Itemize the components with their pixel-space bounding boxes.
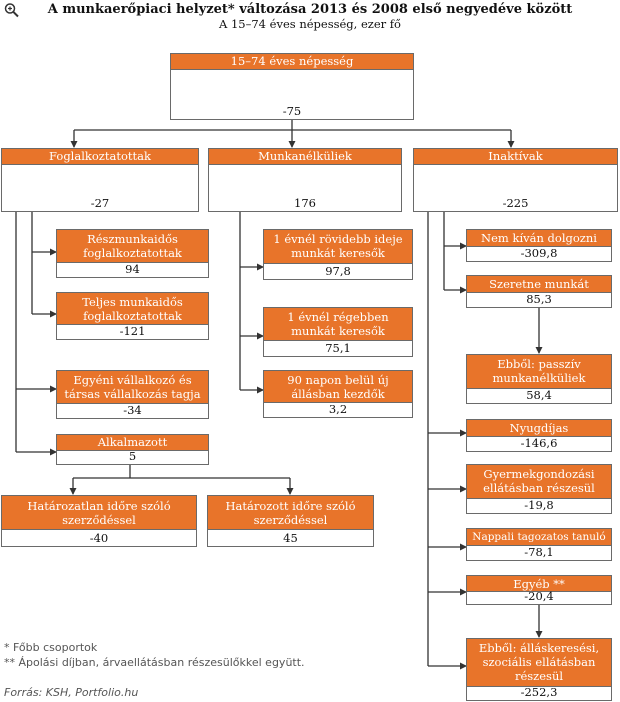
node-pensioner-label: Nyugdíjas xyxy=(467,420,611,437)
node-employed: Foglalkoztatottak -27 xyxy=(1,148,199,212)
chart-title: A munkaerőpiaci helyzet* változása 2013 … xyxy=(47,2,573,17)
node-other: Egyéb ** -20,4 xyxy=(466,575,612,605)
node-would-work-value: 85,3 xyxy=(526,292,552,306)
node-unemployed: Munkanélküliek 176 xyxy=(208,148,402,212)
node-part-time-label: Részmunkaidős foglalkoztatottak xyxy=(57,230,208,263)
node-indefinite-contract-label: Határozatlan időre szóló szerződéssel xyxy=(2,496,196,530)
node-full-time-label: Teljes munkaidős foglalkoztatottak xyxy=(57,293,208,325)
node-passive-unemployed-label: Ebből: passzív munkanélküliek xyxy=(467,355,611,389)
node-childcare: Gyermekgondozási ellátásban részesül -19… xyxy=(466,464,612,514)
node-seeking-gt-1y: 1 évnél régebben munkát keresők 75,1 xyxy=(263,307,413,357)
node-indefinite-contract: Határozatlan időre szóló szerződéssel -4… xyxy=(1,495,197,547)
node-inactive-label: Inaktívak xyxy=(414,149,617,165)
node-no-work-wanted: Nem kíván dolgozni -309,8 xyxy=(466,229,612,262)
node-part-time-value: 94 xyxy=(125,262,140,276)
node-starting-new-job: 90 napon belül új állásban kezdők 3,2 xyxy=(263,370,413,418)
node-employed-value: -27 xyxy=(90,196,110,210)
node-fixed-contract-value: 45 xyxy=(283,531,298,545)
node-passive-unemployed-value: 58,4 xyxy=(526,388,552,402)
footnote-2: ** Ápolási díjban, árvaellátásban részes… xyxy=(4,656,305,669)
node-childcare-value: -19,8 xyxy=(524,498,554,512)
chart-subtitle: A 15–74 éves népesség, ezer fő xyxy=(219,17,401,31)
footnote-1: * Főbb csoportok xyxy=(4,641,98,654)
node-childcare-label: Gyermekgondozási ellátásban részesül xyxy=(467,465,611,499)
node-fixed-contract: Határozott időre szóló szerződéssel 45 xyxy=(207,495,374,547)
node-seeking-lt-1y-label: 1 évnél rövidebb ideje munkát keresők xyxy=(264,230,412,264)
node-self-employed-value: -34 xyxy=(123,403,142,417)
node-pensioner-value: -146,6 xyxy=(520,436,558,450)
node-seeking-gt-1y-value: 75,1 xyxy=(325,341,351,355)
node-would-work: Szeretne munkát 85,3 xyxy=(466,275,612,308)
node-inactive-value: -225 xyxy=(502,196,529,210)
node-starting-new-job-value: 3,2 xyxy=(328,402,348,416)
node-self-employed: Egyéni vállalkozó és társas vállalkozás … xyxy=(56,370,209,419)
node-part-time: Részmunkaidős foglalkoztatottak 94 xyxy=(56,229,209,278)
node-student: Nappali tagozatos tanuló -78,1 xyxy=(466,528,612,561)
node-other-label: Egyéb ** xyxy=(467,576,611,592)
node-no-work-wanted-label: Nem kíván dolgozni xyxy=(467,230,611,247)
node-population: 15–74 éves népesség -75 xyxy=(170,53,414,120)
node-social-benefit-label: Ebből: álláskeresési, szociális ellátásb… xyxy=(467,639,611,687)
node-inactive: Inaktívak -225 xyxy=(413,148,618,212)
node-seeking-lt-1y-value: 97,8 xyxy=(325,264,351,278)
node-population-value: -75 xyxy=(282,104,302,118)
source-note: Forrás: KSH, Portfolio.hu xyxy=(4,686,139,699)
node-starting-new-job-label: 90 napon belül új állásban kezdők xyxy=(264,371,412,403)
node-employed-label: Foglalkoztatottak xyxy=(2,149,198,165)
node-student-value: -78,1 xyxy=(524,545,554,559)
node-seeking-gt-1y-label: 1 évnél régebben munkát keresők xyxy=(264,308,412,341)
node-student-label: Nappali tagozatos tanuló xyxy=(467,529,611,546)
node-seeking-lt-1y: 1 évnél rövidebb ideje munkát keresők 97… xyxy=(263,229,413,280)
node-would-work-label: Szeretne munkát xyxy=(467,276,611,293)
node-employee: Alkalmazott 5 xyxy=(56,434,209,465)
node-unemployed-label: Munkanélküliek xyxy=(209,149,401,165)
node-self-employed-label: Egyéni vállalkozó és társas vállalkozás … xyxy=(57,371,208,404)
node-employee-label: Alkalmazott xyxy=(57,435,208,451)
node-no-work-wanted-value: -309,8 xyxy=(520,246,558,260)
node-employee-value: 5 xyxy=(128,449,137,463)
node-other-value: -20,4 xyxy=(524,589,554,603)
node-indefinite-contract-value: -40 xyxy=(89,531,109,545)
node-full-time-value: -121 xyxy=(119,324,146,338)
node-full-time: Teljes munkaidős foglalkoztatottak -121 xyxy=(56,292,209,340)
node-population-label: 15–74 éves népesség xyxy=(171,54,413,70)
node-fixed-contract-label: Határozott időre szóló szerződéssel xyxy=(208,496,373,530)
node-pensioner: Nyugdíjas -146,6 xyxy=(466,419,612,452)
node-social-benefit: Ebből: álláskeresési, szociális ellátásb… xyxy=(466,638,612,701)
node-social-benefit-value: -252,3 xyxy=(520,685,558,699)
node-unemployed-value: 176 xyxy=(294,196,316,210)
node-passive-unemployed: Ebből: passzív munkanélküliek 58,4 xyxy=(466,354,612,404)
zoom-icon[interactable] xyxy=(3,2,21,18)
